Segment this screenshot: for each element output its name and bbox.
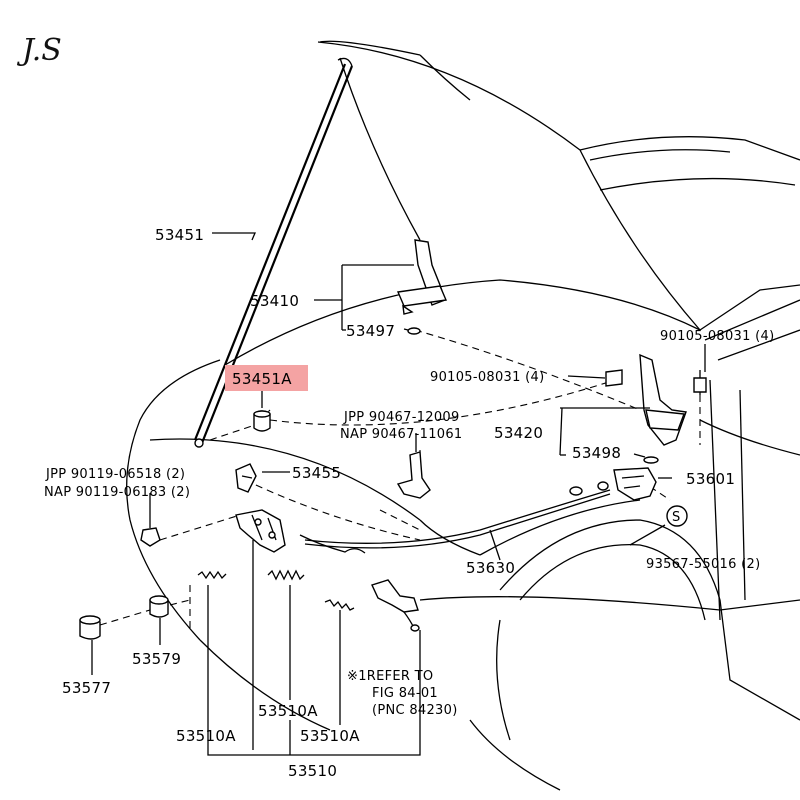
label-53451: 53451 xyxy=(155,226,204,244)
hood-release-lever xyxy=(613,467,657,501)
label-53510a-middle: 53510A xyxy=(258,702,318,720)
s-symbol-text: S xyxy=(672,510,681,525)
label-53630: 53630 xyxy=(466,559,515,577)
lock-springs xyxy=(197,569,355,611)
label-90105-mid: 90105-08031 (4) xyxy=(430,370,544,385)
label-53579: 53579 xyxy=(132,650,181,668)
label-jpp-left: JPP 90119-06518 (2) xyxy=(45,467,185,482)
release-cable xyxy=(299,481,611,554)
label-53510a-left: 53510A xyxy=(176,727,236,745)
label-53498: 53498 xyxy=(572,444,621,462)
label-93567: 93567-55016 (2) xyxy=(646,557,760,572)
label-refer-line1: ※1REFER TO xyxy=(347,669,433,684)
leader-dashes xyxy=(99,329,701,630)
windshield-area xyxy=(699,284,800,621)
lower-hood-hinge xyxy=(605,353,707,464)
label-53451a-highlighted: 53451A xyxy=(232,370,292,388)
label-90105-top: 90105-08031 (4) xyxy=(660,329,774,344)
upper-hood-hinge xyxy=(396,239,448,335)
label-53510: 53510 xyxy=(288,762,337,780)
watermark-signature: J.S xyxy=(16,33,62,68)
label-53577: 53577 xyxy=(62,679,111,697)
hood-cushion xyxy=(253,410,271,432)
label-nap-left: NAP 90119-06183 (2) xyxy=(44,485,190,500)
leader-lines xyxy=(91,232,706,756)
label-53455: 53455 xyxy=(292,464,341,482)
hood-lock xyxy=(235,509,286,553)
lock-switch-assembly xyxy=(371,579,420,632)
label-53510a-right: 53510A xyxy=(300,727,360,745)
label-53420: 53420 xyxy=(494,424,543,442)
s-symbol-marker: S xyxy=(666,505,688,527)
label-jpp-mid: JPP 90467-12009 xyxy=(343,410,460,425)
label-53497: 53497 xyxy=(346,322,395,340)
left-bolts xyxy=(79,527,169,640)
label-53601: 53601 xyxy=(686,470,735,488)
label-refer-line2: FIG 84-01 xyxy=(372,686,438,701)
label-refer-line3: (PNC 84230) xyxy=(372,703,458,718)
highlight-box xyxy=(225,365,308,391)
part-labels: 53451 53410 53497 53451A 90105-08031 (4)… xyxy=(44,226,774,780)
label-53410: 53410 xyxy=(250,292,299,310)
hood-catch xyxy=(235,463,257,493)
label-nap-mid: NAP 90467-11061 xyxy=(340,427,463,442)
hood-outline xyxy=(317,40,800,331)
auxiliary-hook xyxy=(396,451,431,499)
body-outline xyxy=(126,279,800,791)
